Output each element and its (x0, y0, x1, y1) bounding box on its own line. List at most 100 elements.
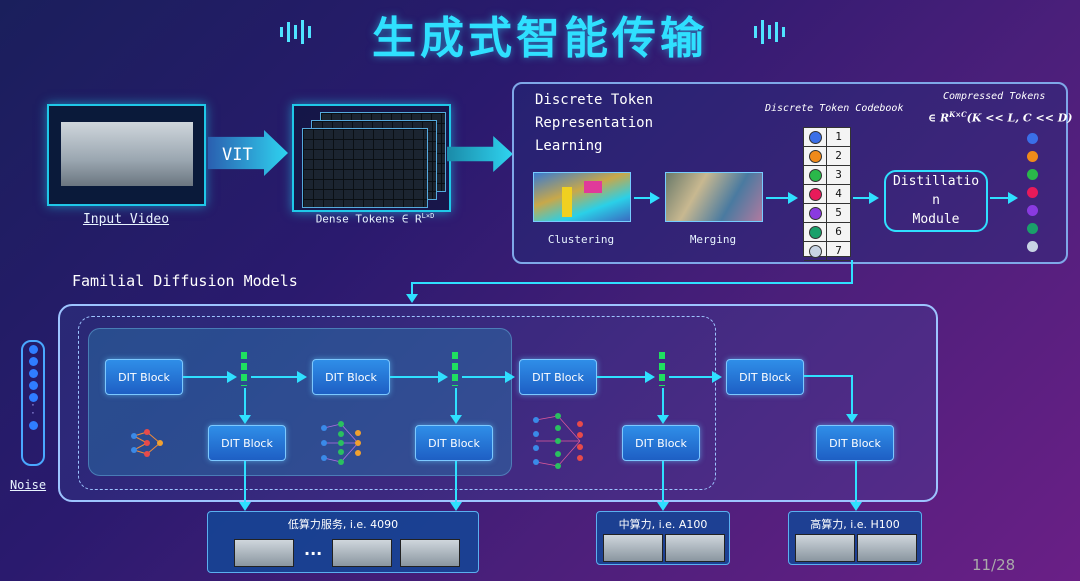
codebook-color-icon (804, 204, 827, 222)
dit-block: DIT Block (415, 425, 493, 461)
mid-model-box (78, 316, 716, 490)
codebook-index: 6 (835, 225, 842, 238)
arrow-icon (183, 371, 237, 383)
outer-model-box (58, 304, 938, 502)
token-grid-front (302, 128, 428, 208)
dense-tokens-text: Dense Tokens ∈ R (315, 212, 422, 226)
arrow-icon (597, 371, 655, 383)
distill-line-1: Distillatio (892, 174, 980, 189)
output-low-compute: 低算力服务, i.e. 4090 ... (207, 511, 479, 573)
codebook-color-icon (804, 185, 827, 203)
codebook-row: 5 (804, 204, 850, 223)
dense-tokens-caption: Dense Tokens ∈ RL×D (300, 212, 450, 226)
heading-line-2: Representation (535, 115, 654, 131)
compressed-token-dot (1027, 133, 1038, 144)
video-thumbnail (61, 122, 193, 186)
output-thumbnail (857, 534, 917, 562)
dense-tokens-sup: L×D (421, 212, 435, 220)
connector-line (411, 282, 853, 284)
exit-signal-icon (452, 352, 458, 386)
codebook-color-icon (804, 147, 827, 165)
dit-block: DIT Block (726, 359, 804, 395)
merging-label: Merging (689, 233, 737, 246)
connector-arrow-icon (406, 282, 418, 303)
dit-block: DIT Block (208, 425, 286, 461)
sound-wave-icon-left (278, 20, 313, 44)
codebook-color-icon (804, 166, 827, 184)
codebook-index: 3 (835, 168, 842, 181)
color-patch (584, 181, 602, 193)
output-label: 中算力, i.e. A100 (618, 518, 708, 531)
clustering-image (533, 172, 631, 222)
dit-block: DIT Block (816, 425, 894, 461)
codebook-row: 7 (804, 242, 850, 261)
codebook-row: 4 (804, 185, 850, 204)
distillation-module: Distillatio n Module (884, 170, 988, 232)
codebook-index: 7 (835, 244, 842, 257)
small-network-icon (131, 429, 163, 457)
compressed-token-dot (1027, 205, 1038, 216)
arrow-icon (251, 371, 307, 383)
output-label: 低算力服务, i.e. 4090 (287, 518, 399, 531)
sound-wave-icon-right (752, 20, 787, 44)
codebook-row: 2 (804, 147, 850, 166)
output-thumbnail (234, 539, 294, 567)
arrow-icon (990, 192, 1018, 204)
distill-line-3: Module (912, 212, 960, 227)
noise-vector: ·· (21, 340, 45, 466)
heading-line-3: Learning (535, 138, 603, 154)
arrow-down-icon (846, 375, 858, 423)
ellipsis: ... (304, 540, 323, 559)
arrow-down-icon (657, 388, 669, 424)
output-mid-compute: 中算力, i.e. A100 (596, 511, 730, 565)
arrow-icon (669, 371, 722, 383)
connector-line (804, 375, 852, 377)
clustering-label: Clustering (547, 233, 615, 246)
formula-cond: (K << L, C << D) (966, 111, 1073, 125)
compressed-token-dot (1027, 187, 1038, 198)
arrow-down-icon (450, 388, 462, 424)
flow-arrow-icon (447, 136, 513, 172)
dense-tokens-frame (292, 104, 451, 212)
codebook-color-icon (804, 223, 827, 241)
input-video-frame (47, 104, 206, 206)
page-title: 生成式智能传输 (372, 13, 708, 64)
output-thumbnail (400, 539, 460, 567)
compressed-token-dot (1027, 223, 1038, 234)
arrow-icon (390, 371, 448, 383)
codebook-color-icon (804, 242, 827, 260)
formula-sup: K×C (949, 110, 967, 119)
input-video-caption: Input Video (82, 212, 170, 227)
output-thumbnail (665, 534, 725, 562)
medium-network-icon (321, 421, 361, 465)
distill-line-2: n (932, 193, 940, 208)
figure-shape (562, 187, 572, 217)
noise-label: Noise (9, 478, 47, 492)
arrow-icon (634, 192, 660, 204)
output-thumbnail (332, 539, 392, 567)
dit-block: DIT Block (519, 359, 597, 395)
dit-block: DIT Block (312, 359, 390, 395)
codebook-row: 6 (804, 223, 850, 242)
exit-signal-icon (241, 352, 247, 386)
codebook-row: 1 (804, 128, 850, 147)
arrow-icon (766, 192, 798, 204)
heading-line-1: Discrete Token (535, 92, 654, 108)
arrow-down-icon (850, 461, 862, 511)
exit-signal-icon (659, 352, 665, 386)
arrow-down-icon (450, 461, 462, 511)
large-network-icon (533, 413, 583, 469)
compressed-token-dot (1027, 169, 1038, 180)
formula-base: ∈ R (928, 111, 950, 125)
compressed-formula: ∈ RK×C(K << L, C << D) (928, 110, 1073, 125)
connector-line (851, 260, 853, 283)
codebook-index: 2 (835, 149, 842, 162)
compressed-title: Compressed Tokens (943, 91, 1046, 102)
arrow-icon (462, 371, 515, 383)
dit-block: DIT Block (622, 425, 700, 461)
panel-heading: Discrete Token Representation Learning (535, 89, 653, 158)
page-number: 11/28 (972, 556, 1016, 574)
codebook-row: 3 (804, 166, 850, 185)
compressed-token-dot (1027, 241, 1038, 252)
